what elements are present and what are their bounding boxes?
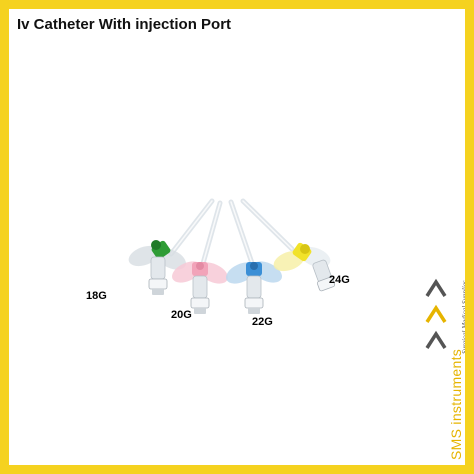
catheter-22g (226, 199, 282, 314)
gauge-label-22g: 22G (252, 316, 273, 328)
catheter-24g (240, 198, 336, 292)
sms-chevron-logo-icon (425, 278, 447, 349)
product-title: Iv Catheter With injection Port (17, 16, 232, 33)
catheter-18g (128, 198, 215, 295)
brand-name: SMS instruments (448, 348, 464, 460)
brand-block: Surgical Medical Supplies SMS instrument… (424, 274, 465, 464)
gauge-label-20g: 20G (171, 309, 192, 321)
catheter-20g (172, 200, 228, 314)
gauge-label-24g: 24G (329, 274, 350, 286)
gauge-label-18g: 18G (86, 290, 107, 302)
brand-tagline: Surgical Medical Supplies (461, 280, 469, 354)
catheter-photo (128, 198, 336, 314)
